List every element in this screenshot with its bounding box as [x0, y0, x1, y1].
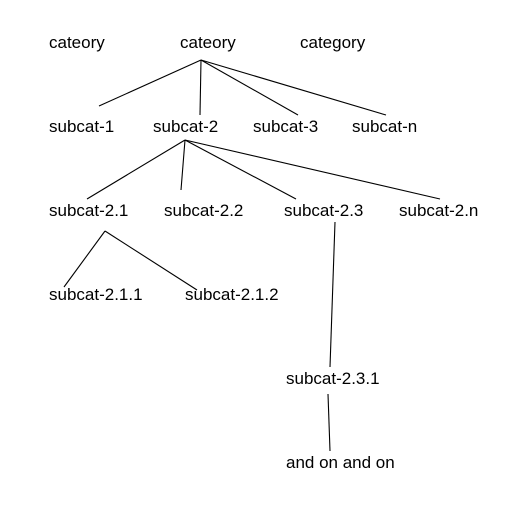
edge-subcat-2-1-to-2-1-1 [63, 230, 106, 288]
edge-subcat-2-3-1-to-more [327, 393, 331, 452]
node-subcat-2: subcat-2 [153, 117, 218, 136]
edge-cat-to-subcat-2 [199, 59, 202, 116]
edges-layer [63, 59, 441, 452]
edge-cat-to-subcat-1 [98, 59, 202, 107]
edge-subcat-2-3-to-2-3-1 [329, 221, 336, 368]
node-subcat-1: subcat-1 [49, 117, 114, 136]
node-category-1: cateory [49, 33, 105, 52]
edge-subcat-2-to-2-2 [180, 139, 186, 191]
node-subcat-3: subcat-3 [253, 117, 318, 136]
node-subcat-2-3: subcat-2.3 [284, 201, 363, 220]
nodes-layer: cateory cateory category subcat-1 subcat… [49, 33, 478, 472]
edge-subcat-2-1-to-2-1-2 [104, 230, 198, 291]
node-subcat-2-n: subcat-2.n [399, 201, 478, 220]
node-subcat-2-1-2: subcat-2.1.2 [185, 285, 279, 304]
edge-subcat-2-to-2-3 [184, 139, 297, 200]
node-subcat-2-3-1: subcat-2.3.1 [286, 369, 380, 388]
node-and-on-and-on: and on and on [286, 453, 395, 472]
node-subcat-n: subcat-n [352, 117, 417, 136]
edge-cat-to-subcat-n [200, 59, 387, 116]
edge-subcat-2-to-2-1 [86, 139, 186, 200]
edge-subcat-2-to-2-n [184, 139, 441, 200]
node-subcat-2-1: subcat-2.1 [49, 201, 128, 220]
node-category-3: category [300, 33, 366, 52]
node-category-2: cateory [180, 33, 236, 52]
node-subcat-2-2: subcat-2.2 [164, 201, 243, 220]
node-subcat-2-1-1: subcat-2.1.1 [49, 285, 143, 304]
edge-cat-to-subcat-3 [200, 59, 299, 116]
